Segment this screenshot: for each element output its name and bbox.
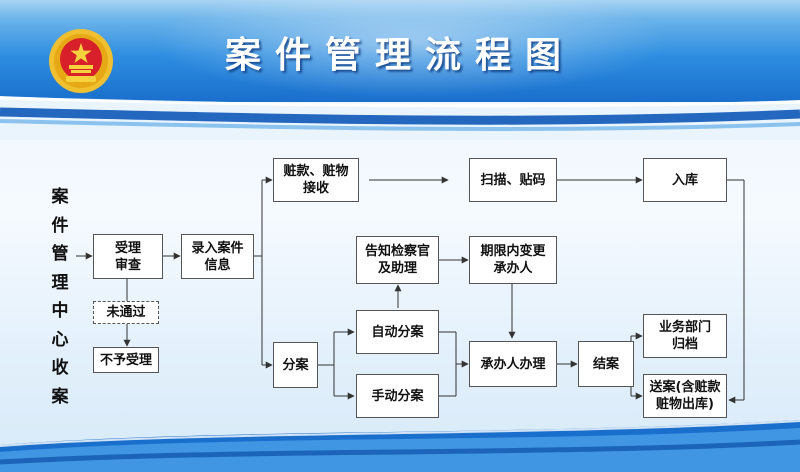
page-title: 案件管理流程图 [224, 35, 575, 76]
node-scan-label: 扫描、贴码 [469, 158, 557, 202]
procuratorate-emblem-icon [49, 29, 113, 93]
header-swoosh [0, 96, 800, 140]
header-banner [0, 0, 800, 102]
node-not-accepted: 不予受理 [93, 347, 159, 373]
node-manual-assign: 手动分案 [356, 374, 439, 418]
node-assign-case: 分案 [273, 342, 318, 388]
side-label: 案件管理中心收案 [51, 187, 69, 407]
node-not-passed: 未通过 [93, 301, 159, 324]
node-storage: 入库 [643, 158, 727, 202]
header-shine [130, 0, 690, 102]
node-dept-archive: 业务部门 归档 [643, 314, 727, 358]
node-close-case: 结案 [578, 341, 634, 387]
node-notify-prosecutor: 告知检察官 及助理 [356, 236, 439, 284]
node-change-handler: 期限内变更 承办人 [469, 236, 557, 284]
node-stolen-receive: 赃款、赃物 接收 [273, 158, 359, 202]
node-send-case: 送案(含赃款 赃物出库) [643, 374, 727, 418]
node-auto-assign: 自动分案 [356, 310, 439, 354]
node-enter-case: 录入案件 信息 [181, 234, 254, 279]
node-handler-process: 承办人办理 [469, 341, 557, 387]
node-accept-review: 受理 审查 [93, 234, 163, 279]
